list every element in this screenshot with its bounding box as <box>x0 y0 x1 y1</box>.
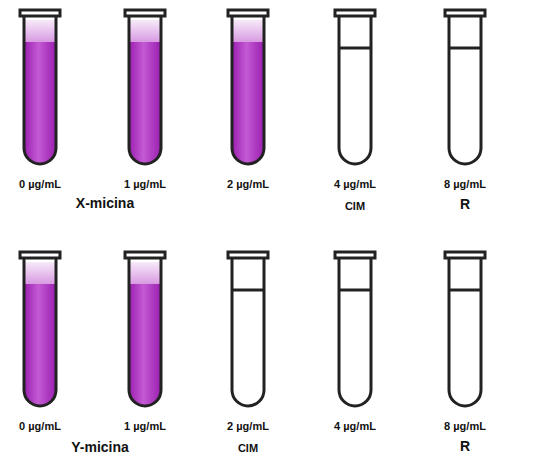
mic-label: CIM <box>345 200 365 212</box>
clear-tube <box>335 252 375 406</box>
concentration-label: 8 µg/mL <box>444 178 486 190</box>
mic-label: CIM <box>238 442 258 454</box>
growth-tube <box>125 10 165 164</box>
concentration-label: 0 µg/mL <box>19 420 61 432</box>
concentration-label: 2 µg/mL <box>227 420 269 432</box>
clear-tube <box>335 10 375 164</box>
concentration-label: 8 µg/mL <box>444 420 486 432</box>
clear-tube <box>228 252 268 406</box>
concentration-label: 2 µg/mL <box>227 178 269 190</box>
clear-tube <box>445 10 485 164</box>
antibiotic-name: X-micina <box>76 196 134 211</box>
concentration-label: 4 µg/mL <box>334 178 376 190</box>
growth-tube <box>125 252 165 406</box>
resistance-label: R <box>460 197 470 212</box>
growth-tube <box>228 10 268 164</box>
antibiotic-name: Y-micina <box>71 440 129 455</box>
concentration-label: 1 µg/mL <box>124 178 166 190</box>
growth-tube <box>20 252 60 406</box>
concentration-label: 4 µg/mL <box>334 420 376 432</box>
concentration-label: 1 µg/mL <box>124 420 166 432</box>
clear-tube <box>445 252 485 406</box>
growth-tube <box>20 10 60 164</box>
resistance-label: R <box>460 439 470 454</box>
concentration-label: 0 µg/mL <box>19 178 61 190</box>
